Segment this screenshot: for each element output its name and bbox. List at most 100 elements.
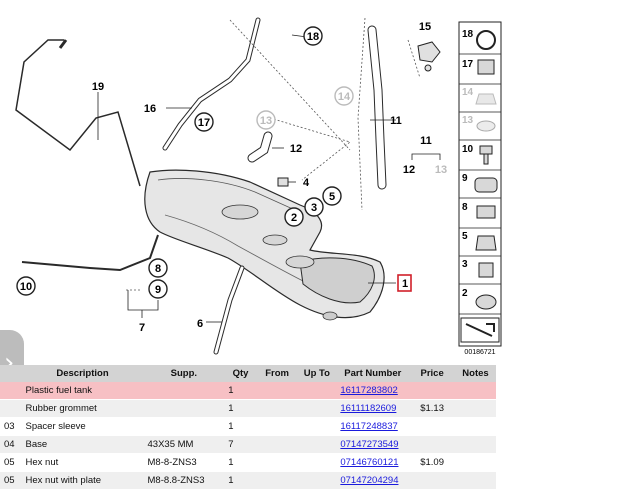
row-from <box>256 453 298 472</box>
row-supp <box>143 399 225 418</box>
callout-1[interactable]: 1 <box>397 274 412 292</box>
row-qty: 1 <box>224 453 257 472</box>
callout-12b-label: 12 <box>403 164 415 176</box>
part-number-link[interactable]: 07147204294 <box>340 475 399 486</box>
callout-18-label: 18 <box>307 31 319 43</box>
part-number-link[interactable]: 07146760121 <box>340 457 399 468</box>
table-row[interactable]: Plastic fuel tank 1 16117283802 <box>0 382 496 400</box>
row-up-to <box>297 417 337 436</box>
pipes-and-lines <box>15 17 387 355</box>
row-notes <box>454 453 496 472</box>
callout-18[interactable]: 18 <box>303 26 323 46</box>
parts-diagram: 18 15 19 16 17 14 11 13 12 4 5 3 2 11 12… <box>15 17 502 356</box>
callout-6-label: 6 <box>197 318 203 330</box>
callout-3[interactable]: 3 <box>304 197 324 217</box>
leader-lines <box>126 17 421 291</box>
row-description: Plastic fuel tank <box>21 382 144 400</box>
row-no: 03 <box>0 417 22 436</box>
callout-19-label: 19 <box>92 81 104 93</box>
col-price: Price <box>409 365 455 382</box>
callout-9[interactable]: 9 <box>148 279 168 299</box>
index-14: 14 <box>462 87 474 98</box>
row-notes <box>454 417 496 436</box>
index-9: 9 <box>462 173 468 184</box>
row-price: $1.13 <box>409 399 455 418</box>
callout-8[interactable]: 8 <box>148 258 168 278</box>
chevron-right-icon: › <box>4 348 15 378</box>
callout-12-label: 12 <box>290 143 302 155</box>
row-from <box>256 471 298 490</box>
part-number-link[interactable]: 07147273549 <box>340 439 399 450</box>
row-price <box>409 435 455 454</box>
row-up-to <box>297 471 337 490</box>
index-13: 13 <box>462 115 474 126</box>
row-up-to <box>297 453 337 472</box>
parts-index-panel: 18 17 14 13 10 9 8 5 3 2 00186721 <box>458 21 502 356</box>
part-number-link[interactable]: 16111182609 <box>340 403 397 414</box>
callout-11-label: 11 <box>390 115 402 127</box>
callout-16-label: 16 <box>144 103 156 115</box>
callout-5-label: 5 <box>329 191 335 203</box>
row-supp <box>143 382 225 400</box>
callout-13-label: 13 <box>260 115 272 127</box>
callout-13[interactable]: 13 <box>256 110 276 130</box>
row-description: Spacer sleeve <box>21 417 144 436</box>
callout-14[interactable]: 14 <box>334 86 354 106</box>
small-parts <box>277 41 441 187</box>
index-3: 3 <box>462 259 468 270</box>
table-row[interactable]: 04 Base 43X35 MM 7 07147273549 <box>0 435 496 454</box>
row-price: $1.09 <box>409 453 455 472</box>
row-supp: M8-8-ZNS3 <box>143 453 225 472</box>
figure-id: 00186721 <box>464 349 495 356</box>
table-row[interactable]: 05 Hex nut with plate M8-8.8-ZNS3 1 0714… <box>0 471 496 490</box>
callout-10[interactable]: 10 <box>16 276 36 296</box>
row-no: 05 <box>0 471 22 490</box>
index-18: 18 <box>462 29 474 40</box>
col-no <box>0 365 22 382</box>
table-header-row: Description Supp. Qty From Up To Part Nu… <box>0 365 496 382</box>
row-no <box>0 382 22 400</box>
col-up-to: Up To <box>297 365 337 382</box>
callout-7-label: 7 <box>139 322 145 334</box>
callout-17[interactable]: 17 <box>194 112 214 132</box>
col-description: Description <box>21 365 144 382</box>
callout-2[interactable]: 2 <box>284 207 304 227</box>
row-description: Rubber grommet <box>21 399 144 418</box>
row-from <box>256 435 298 454</box>
callout-labels: 18 15 19 16 17 14 11 13 12 4 5 3 2 11 12… <box>16 21 447 334</box>
row-price <box>409 471 455 490</box>
index-10: 10 <box>462 144 474 155</box>
row-from <box>256 382 298 400</box>
row-description: Base <box>21 435 144 454</box>
row-notes <box>454 471 496 490</box>
part-number-link[interactable]: 16117283802 <box>340 385 398 396</box>
callout-5[interactable]: 5 <box>322 186 342 206</box>
callout-3-label: 3 <box>311 202 317 214</box>
callout-8-label: 8 <box>155 263 161 275</box>
callout-13b-label: 13 <box>435 164 447 176</box>
callout-17-label: 17 <box>198 117 210 129</box>
parts-table: Description Supp. Qty From Up To Part Nu… <box>0 365 496 490</box>
row-qty: 7 <box>224 435 257 454</box>
row-description: Hex nut with plate <box>21 471 144 490</box>
callout-14-label: 14 <box>338 91 351 103</box>
table-row[interactable]: 05 Hex nut M8-8-ZNS3 1 07146760121 $1.09 <box>0 453 496 472</box>
row-qty: 1 <box>224 471 257 490</box>
table-row[interactable]: 03 Spacer sleeve 1 16117248837 <box>0 417 496 436</box>
row-supp <box>143 417 225 436</box>
row-no: 05 <box>0 453 22 472</box>
row-notes <box>454 399 496 418</box>
row-notes <box>454 435 496 454</box>
index-2: 2 <box>462 288 468 299</box>
part-number-link[interactable]: 16117248837 <box>340 421 398 432</box>
row-qty: 1 <box>224 417 257 436</box>
row-supp: M8-8.8-ZNS3 <box>143 471 225 490</box>
index-5: 5 <box>462 231 468 242</box>
table-row[interactable]: Rubber grommet 1 16111182609 $1.13 <box>0 399 496 418</box>
row-from <box>256 417 298 436</box>
row-from <box>256 399 298 418</box>
fuel-tank-illustration <box>144 169 385 321</box>
col-from: From <box>256 365 298 382</box>
index-17: 17 <box>462 59 474 70</box>
row-no <box>0 399 22 418</box>
